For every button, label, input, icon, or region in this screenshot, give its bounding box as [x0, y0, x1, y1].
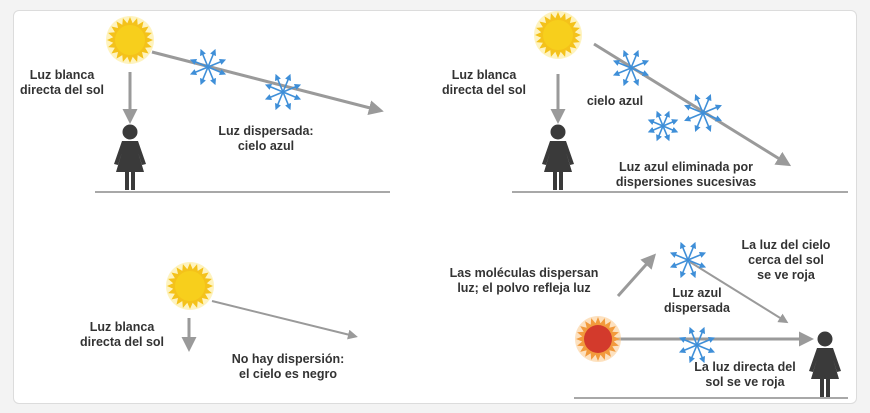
sun-icon [106, 16, 154, 64]
ray-tl-scatter [151, 50, 384, 116]
tl-scatter-label: Luz dispersada:cielo azul [218, 124, 314, 153]
ray-br-molecules [616, 253, 657, 298]
sun-icon [166, 262, 214, 310]
tr-sky-label: cielo azul [586, 94, 644, 108]
person-icon [809, 331, 841, 397]
scatter-star-icon [612, 49, 650, 87]
ray-br-sky [689, 261, 789, 324]
scatter-star-icon [678, 326, 716, 364]
ray-tr-scatter [593, 42, 792, 167]
sun-icon [534, 11, 582, 59]
person-icon [114, 124, 146, 190]
scatter-star-icon [647, 110, 679, 142]
scatter-star-icon [189, 48, 227, 86]
bl-no-scatter-label: No hay dispersión:el cielo es negro [231, 352, 345, 381]
red-sun-icon [575, 316, 621, 362]
person-icon [542, 124, 574, 190]
scatter-star-icon [264, 73, 302, 111]
scatter-star-icon [669, 241, 707, 279]
ray-bl-scatter [211, 300, 358, 340]
scatter-star-icon [684, 94, 722, 132]
